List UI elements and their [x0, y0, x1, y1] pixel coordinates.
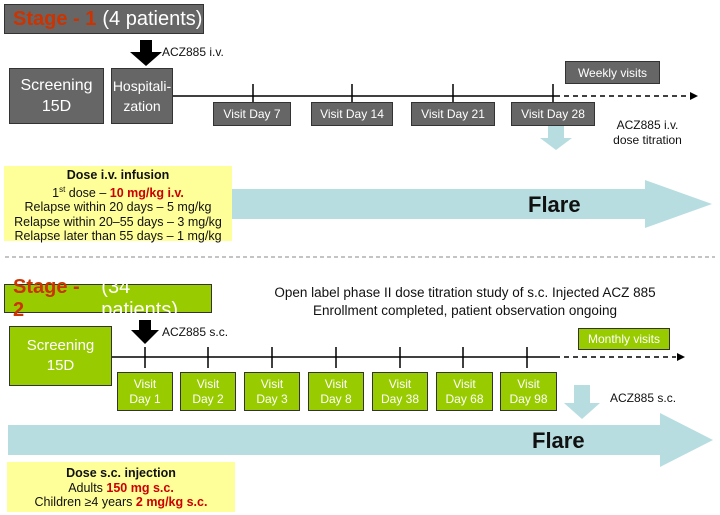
stage1-dose-first: 1st dose – 10 mg/kg i.v. [4, 183, 232, 201]
stage2-visit-day: Day 68 [445, 391, 484, 406]
stage2-visit-label: Visit [133, 376, 157, 391]
stage1-dose-first-value: 10 mg/kg i.v. [109, 185, 184, 200]
stage2-study-line1: Open label phase II dose titration study… [274, 285, 656, 300]
stage1-titration-down-arrow [540, 122, 572, 150]
stage1-dose-first-mid: dose – [65, 185, 110, 200]
stage1-visit-day7: Visit Day 7 [213, 102, 291, 126]
stage2-drug-label: ACZ885 s.c. [162, 325, 229, 339]
stage1-number: Stage - 1 [13, 7, 97, 30]
stage1-hospitalization-box: Hospitali- zation [111, 68, 173, 124]
stage2-monthly-visits: Monthly visits [578, 328, 670, 350]
stage1-visit-day28: Visit Day 28 [511, 102, 595, 126]
stage2-visit-day1: Visit Day 1 [117, 372, 173, 411]
stage1-dose-first-ordinal: 1 [52, 185, 60, 200]
stage2-flare-arrow [8, 413, 713, 467]
stage1-dose-box: Dose i.v. infusion 1st dose – 10 mg/kg i… [4, 166, 232, 244]
stage1-screening-line2: 15D [41, 98, 72, 115]
stage2-patients: (34 patients) [101, 275, 178, 321]
stage2-visit-day98: Visit Day 98 [500, 372, 557, 411]
stage2-dose-children-value: 2 mg/kg s.c. [135, 495, 208, 509]
stage2-visit-label: Visit [388, 376, 412, 391]
stage2-sc-down-arrow [564, 385, 600, 419]
stage1-dose-line: Relapse later than 55 days – 1 mg/kg [14, 229, 222, 244]
stage1-visit-day21: Visit Day 21 [411, 102, 495, 126]
stage1-dose-title: Dose i.v. infusion [66, 168, 170, 182]
stage2-sc-label: ACZ885 s.c. [610, 391, 677, 405]
stage2-visit-day2: Visit Day 2 [180, 372, 236, 411]
stage1-weekly-visits: Weekly visits [565, 61, 660, 84]
stage2-visit-label: Visit [453, 376, 476, 391]
stage2-visit-label: Visit [260, 376, 284, 391]
stage1-timeline-arrowhead [690, 92, 698, 100]
stage2-visit-label: Visit [324, 376, 348, 391]
stage1-drug-down-arrow [130, 40, 162, 66]
stage2-drug-down-arrow [131, 320, 159, 344]
stage1-titration-line1: ACZ885 i.v. [616, 118, 679, 132]
stage1-flare-label: Flare [528, 192, 581, 217]
stage1-dose-line: Relapse within 20 days – 5 mg/kg [24, 200, 212, 215]
stage2-visit-day3: Visit Day 3 [244, 372, 300, 411]
stage2-visit-day68: Visit Day 68 [436, 372, 493, 411]
stage2-study-line2: Enrollment completed, patient observatio… [313, 303, 617, 318]
stage1-dose-first-sup: st [59, 184, 66, 194]
stage2-visit-day: Day 2 [192, 391, 224, 406]
stage2-flare-label: Flare [532, 428, 585, 453]
stage2-visit-label: Visit [517, 376, 540, 391]
stage2-dose-adults: Adults 150 mg s.c. [7, 481, 235, 496]
stage1-patients: (4 patients) [102, 7, 203, 30]
stage2-dose-adults-label: Adults [68, 480, 107, 495]
stage1-titration-label: ACZ885 i.v. dose titration [600, 118, 695, 148]
stage2-visit-day: Day 3 [256, 391, 288, 406]
stage1-drug-label: ACZ885 i.v. [162, 45, 224, 59]
stage2-dose-adults-value: 150 mg s.c. [106, 480, 174, 495]
stage2-screening-line2: 15D [46, 357, 75, 374]
stage1-hospitalization-line1: Hospitali- [112, 78, 172, 94]
stage1-visit-day14: Visit Day 14 [311, 102, 393, 126]
stage2-visit-label: Visit [196, 376, 220, 391]
stage2-title: Stage - 2 (34 patients) [4, 276, 212, 321]
stage2-dose-children: Children ≥4 years 2 mg/kg s.c. [7, 495, 235, 510]
stage2-visit-day8: Visit Day 8 [308, 372, 364, 411]
stage2-visit-day: Day 98 [509, 391, 548, 406]
stage1-titration-line2: dose titration [613, 133, 682, 147]
stage2-study-description: Open label phase II dose titration study… [235, 284, 695, 320]
stage1-screening-line1: Screening [20, 77, 93, 94]
stage2-number: Stage - 2 [13, 275, 80, 321]
stage2-screening-line1: Screening [26, 337, 95, 354]
stage1-hospitalization-line2: zation [123, 98, 161, 114]
stage2-dose-box: Dose s.c. injection Adults 150 mg s.c. C… [7, 462, 235, 512]
stage1-flare-arrow [225, 180, 712, 228]
stage1-screening-box: Screening 15D [9, 68, 104, 124]
stage1-dose-line: Relapse within 20–55 days – 3 mg/kg [14, 214, 222, 229]
stage2-visit-day: Day 1 [129, 391, 161, 406]
stage2-screening-box: Screening 15D [9, 326, 112, 386]
stage2-visit-day: Day 8 [320, 391, 352, 406]
stage1-title: Stage - 1 (4 patients) [4, 4, 204, 34]
stage2-dose-children-label: Children ≥4 years [34, 495, 136, 509]
stage2-visit-day38: Visit Day 38 [372, 372, 428, 411]
stage2-visit-day: Day 38 [380, 391, 420, 406]
stage2-dose-title: Dose s.c. injection [66, 466, 176, 480]
stage2-timeline-arrowhead [677, 353, 685, 361]
